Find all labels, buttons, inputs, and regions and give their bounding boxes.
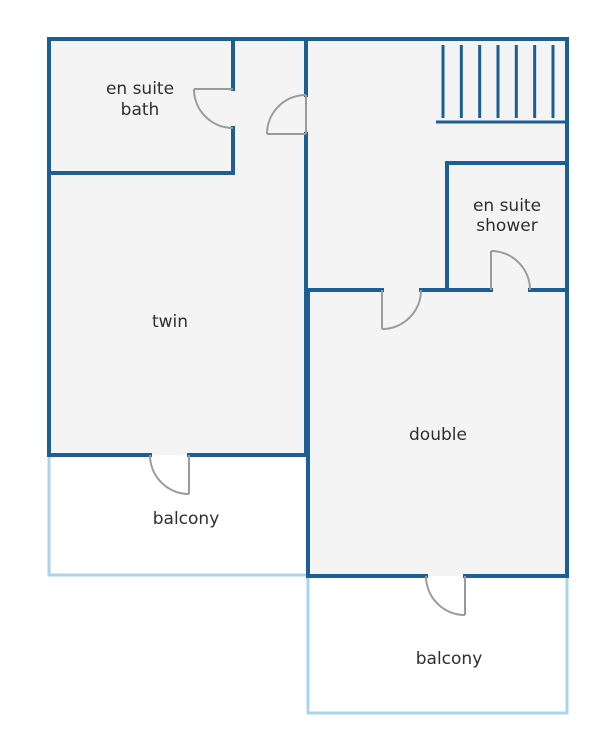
room-labels: en suite bath en suite shower twin doubl… bbox=[106, 79, 541, 669]
floor-double bbox=[308, 290, 567, 576]
door-twin-balcony bbox=[149, 454, 190, 495]
door-shower bbox=[490, 250, 531, 291]
walls bbox=[47, 37, 569, 578]
door-hall bbox=[266, 94, 307, 135]
door-bath bbox=[193, 88, 234, 129]
label-balcony-left: balcony bbox=[153, 509, 220, 529]
label-balcony-right: balcony bbox=[416, 649, 483, 669]
door-double-balcony bbox=[425, 575, 466, 616]
door-double bbox=[381, 289, 422, 330]
label-en-suite-bath-line1: en suite bbox=[106, 79, 174, 99]
label-en-suite-bath-line2: bath bbox=[121, 100, 160, 120]
label-twin: twin bbox=[152, 312, 188, 332]
stairs bbox=[441, 45, 555, 118]
label-en-suite-shower-line1: en suite bbox=[473, 196, 541, 216]
label-en-suite-shower-line2: shower bbox=[476, 216, 537, 236]
balcony-left-outline bbox=[47, 455, 308, 577]
label-double: double bbox=[409, 425, 467, 445]
balcony-right-outline bbox=[306, 576, 569, 715]
balcony-outlines bbox=[47, 455, 569, 715]
doors bbox=[149, 88, 531, 616]
